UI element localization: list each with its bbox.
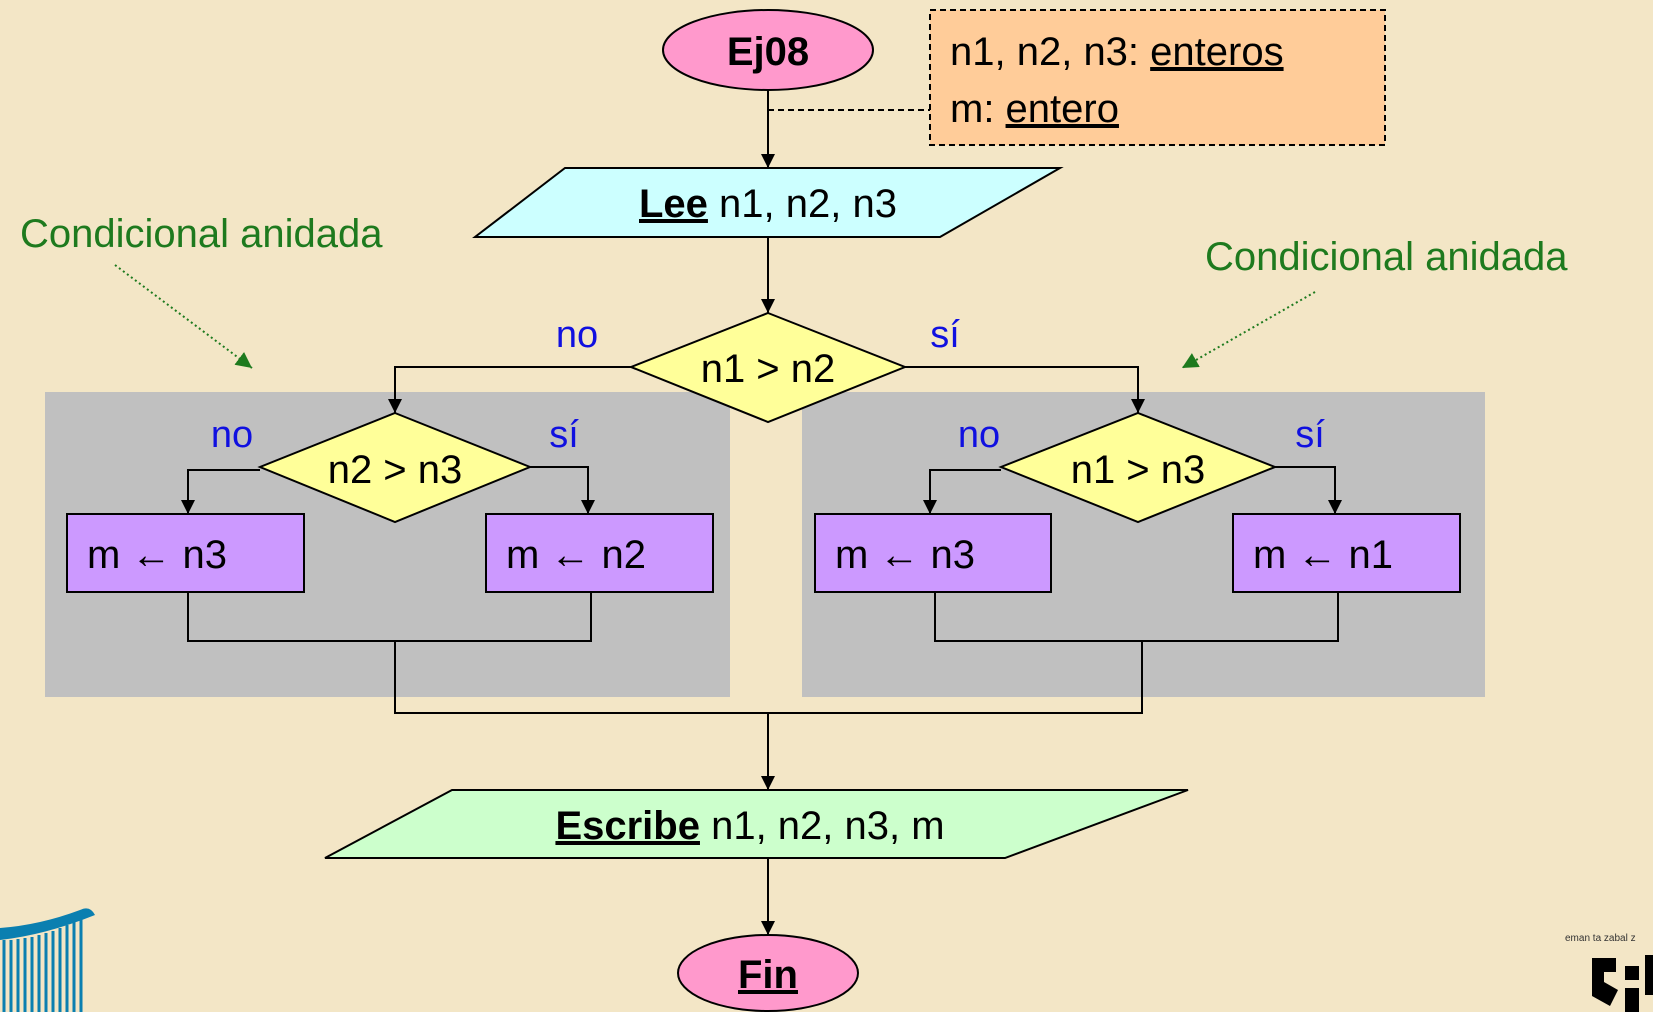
- end-label: Fin: [738, 953, 798, 997]
- svg-text:eman ta zabal z: eman ta zabal z: [1565, 933, 1636, 944]
- right-yes-label: sí: [1295, 414, 1325, 456]
- left-decision: [257, 411, 533, 524]
- input-parallelogram: [472, 167, 1064, 238]
- right-assign-yes-label: m ← n1: [1253, 533, 1393, 577]
- arrow-left-no: [181, 469, 260, 514]
- declarations-box: [929, 9, 1386, 146]
- main-yes-label: sí: [930, 314, 960, 356]
- arrow-right-yes: [1275, 466, 1342, 514]
- right-assign-no: [814, 513, 1052, 593]
- right-merge-line: [934, 592, 1339, 642]
- right-decision-label: n1 > n3: [1071, 448, 1206, 492]
- input-label: Lee n1, n2, n3: [639, 182, 897, 226]
- main-decision: [628, 311, 908, 424]
- annotation-right: Condicional anidada: [1205, 235, 1568, 279]
- right-logo: eman ta zabal z: [1565, 933, 1653, 1012]
- annotation-left-pointer: [114, 264, 253, 369]
- left-assign-no: [66, 513, 305, 593]
- annotation-left: Condicional anidada: [20, 212, 383, 256]
- output-label: Escribe n1, n2, n3, m: [555, 804, 944, 848]
- start-label: Ej08: [727, 30, 809, 74]
- left-no-label: no: [211, 414, 253, 456]
- arrow-main-no: [388, 366, 631, 413]
- left-assign-yes: [485, 513, 714, 593]
- arrow-right-no: [923, 469, 1001, 514]
- main-no-label: no: [556, 314, 598, 356]
- left-merge-line: [187, 592, 592, 642]
- left-logo: [0, 908, 95, 1012]
- left-assign-yes-label: m ← n2: [506, 533, 646, 577]
- declaration-line-1: n1, n2, n3: enteros: [950, 30, 1284, 74]
- annotation-right-pointer: [1181, 291, 1316, 369]
- left-assign-no-label: m ← n3: [87, 533, 227, 577]
- left-yes-label: sí: [549, 414, 579, 456]
- left-decision-label: n2 > n3: [328, 448, 463, 492]
- end-terminal: [677, 934, 859, 1012]
- right-assign-no-label: m ← n3: [835, 533, 975, 577]
- output-parallelogram: [324, 789, 1189, 859]
- arrow-left-yes: [530, 466, 595, 514]
- right-assign-yes: [1232, 513, 1461, 593]
- right-decision: [998, 411, 1278, 524]
- main-decision-label: n1 > n2: [701, 347, 836, 391]
- declaration-line-2: m: entero: [950, 87, 1119, 131]
- arrow-main-yes: [905, 366, 1145, 413]
- right-no-label: no: [958, 414, 1000, 456]
